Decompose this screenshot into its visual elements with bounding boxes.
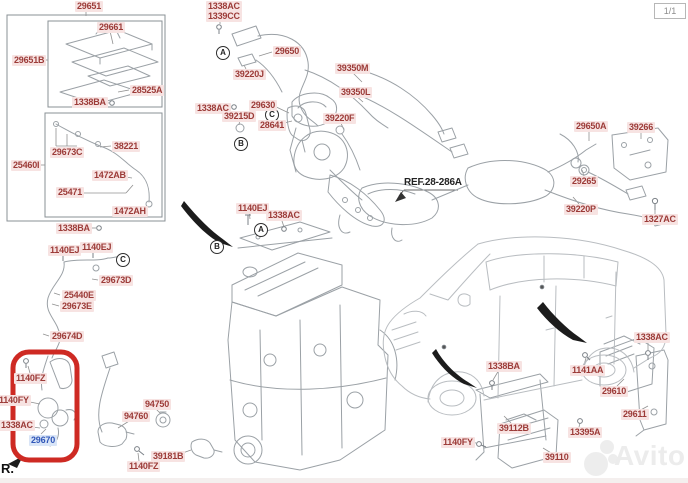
part-label-39220J[interactable]: 39220J — [233, 69, 266, 80]
part-label-1338BA[interactable]: 1338BA — [486, 361, 522, 372]
watermark-logo-icon — [584, 452, 608, 476]
part-label-1140FZ[interactable]: 1140FZ — [127, 461, 161, 472]
part-label-1140EJ[interactable]: 1140EJ — [48, 245, 82, 256]
part-label-1338AC[interactable]: 1338AC — [195, 103, 231, 114]
part-label-39110[interactable]: 39110 — [543, 452, 571, 463]
part-label-1472AB[interactable]: 1472AB — [92, 170, 128, 181]
part-label-29651B[interactable]: 29651B — [12, 55, 47, 66]
part-label-1472AH[interactable]: 1472AH — [112, 206, 148, 217]
part-label-29611[interactable]: 29611 — [621, 409, 649, 420]
page-indicator: 1/1 — [654, 3, 686, 19]
part-label-29670[interactable]: 29670 — [29, 435, 58, 446]
section-marker-C: C — [116, 253, 130, 267]
section-marker-A: A — [254, 223, 268, 237]
part-label-28641[interactable]: 28641 — [258, 120, 287, 131]
part-label-29673D[interactable]: 29673D — [99, 275, 134, 286]
part-label-39350L[interactable]: 39350L — [339, 87, 373, 98]
part-label-39181B[interactable]: 39181B — [151, 451, 186, 462]
part-label-94750[interactable]: 94750 — [143, 399, 172, 410]
front-direction-label: R. — [1, 461, 14, 476]
part-label-39112B[interactable]: 39112B — [497, 423, 531, 434]
part-label-29651[interactable]: 29651 — [75, 1, 104, 12]
part-label-29630[interactable]: 29630 — [249, 100, 278, 111]
part-label-39220P[interactable]: 39220P — [564, 204, 598, 215]
section-marker-A: A — [216, 46, 230, 60]
part-label-25460I[interactable]: 25460I — [11, 160, 42, 171]
part-label-1338AC[interactable]: 1338AC — [0, 420, 35, 431]
part-label-1338AC[interactable]: 1338AC — [206, 1, 242, 12]
part-label-39215D[interactable]: 39215D — [222, 111, 257, 122]
part-label-1338AC[interactable]: 1338AC — [634, 332, 670, 343]
part-label-1338BA[interactable]: 1338BA — [72, 97, 108, 108]
section-marker-B: B — [234, 137, 248, 151]
part-label-29610[interactable]: 29610 — [600, 386, 629, 397]
part-label-1141AA[interactable]: 1141AA — [570, 365, 606, 376]
watermark-logo-icon — [608, 454, 618, 464]
part-label-29661[interactable]: 29661 — [97, 22, 126, 33]
part-label-94760[interactable]: 94760 — [122, 411, 151, 422]
highlight-box — [10, 349, 80, 463]
part-label-25471[interactable]: 25471 — [56, 187, 85, 198]
part-label-1140FY[interactable]: 1140FY — [441, 437, 475, 448]
part-label-1140FY[interactable]: 1140FY — [0, 395, 31, 406]
part-label-39220F[interactable]: 39220F — [323, 113, 357, 124]
part-label-13395A[interactable]: 13395A — [568, 427, 603, 438]
part-label-1327AC[interactable]: 1327AC — [642, 214, 678, 225]
part-label-1140FZ[interactable]: 1140FZ — [14, 373, 48, 384]
part-label-29650A[interactable]: 29650A — [574, 121, 609, 132]
component-sketches — [37, 25, 669, 471]
part-label-38221[interactable]: 38221 — [112, 141, 141, 152]
part-label-1339CC[interactable]: 1339CC — [206, 11, 242, 22]
part-label-29650[interactable]: 29650 — [273, 46, 302, 57]
part-label-25440E[interactable]: 25440E — [62, 290, 96, 301]
part-label-39350M[interactable]: 39350M — [335, 63, 371, 74]
watermark-text: Avito — [614, 440, 686, 471]
part-label-28525A[interactable]: 28525A — [130, 85, 165, 96]
watermark-logo-icon — [600, 440, 614, 454]
reference-label: REF.28-286A — [404, 177, 462, 188]
part-label-29673E[interactable]: 29673E — [60, 301, 94, 312]
vehicle-sketch — [382, 236, 667, 416]
part-label-39266[interactable]: 39266 — [627, 122, 656, 133]
part-label-1140EJ[interactable]: 1140EJ — [236, 203, 270, 214]
part-label-29265[interactable]: 29265 — [570, 176, 599, 187]
bottom-edge-strip — [0, 478, 688, 483]
part-label-1338BA[interactable]: 1338BA — [56, 223, 92, 234]
section-marker-B: B — [210, 240, 224, 254]
part-label-29673C[interactable]: 29673C — [50, 147, 85, 158]
part-label-29674D[interactable]: 29674D — [50, 331, 85, 342]
part-label-1140EJ[interactable]: 1140EJ — [80, 242, 114, 253]
part-label-1338AC[interactable]: 1338AC — [266, 210, 302, 221]
